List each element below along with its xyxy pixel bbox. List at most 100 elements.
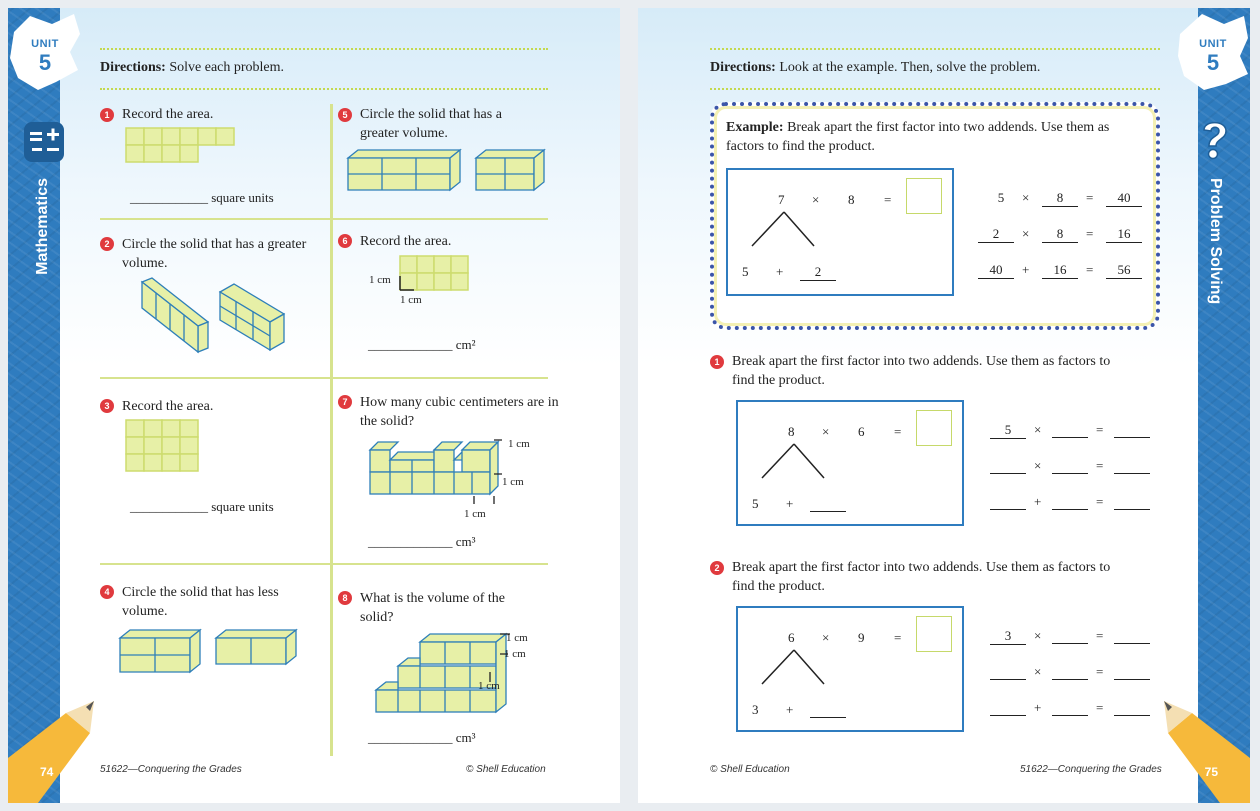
blank[interactable] [1114, 628, 1150, 644]
addend-right-blank[interactable] [810, 702, 846, 718]
directions: Directions: Look at the example. Then, s… [710, 60, 1040, 76]
solid-figure-8 [374, 632, 510, 714]
times-sign: × [1034, 628, 1042, 643]
equals-sign: = [1096, 700, 1104, 715]
solid-figure-a [140, 277, 286, 354]
problem-text: Record the area. [360, 234, 452, 249]
footer-left: 51622—Conquering the Grades [100, 764, 242, 775]
area-grid-1 [125, 127, 235, 163]
footer-right: 51622—Conquering the Grades [1020, 764, 1162, 775]
example-box: Example: Break apart the first factor in… [710, 102, 1160, 330]
dotted-rule [710, 48, 1160, 50]
blank[interactable] [1052, 700, 1088, 716]
times-sign: × [1022, 226, 1030, 241]
example-instructions: Break apart the first factor into two ad… [726, 120, 1110, 154]
blank[interactable] [1052, 494, 1088, 510]
product-box[interactable] [916, 410, 952, 446]
row3-a: 40 [978, 262, 1014, 279]
solid-figure-7 [368, 439, 502, 504]
product-box[interactable] [916, 616, 952, 652]
blank[interactable] [1114, 494, 1150, 510]
blank[interactable] [990, 700, 1026, 716]
answer-unit: cm² [455, 337, 476, 352]
equals-sign: = [1096, 458, 1104, 473]
question-mark-icon [1203, 121, 1227, 160]
factor-a: 6 [788, 630, 795, 645]
dimension-label: 1 cm [478, 680, 500, 692]
addend-right-blank[interactable] [810, 496, 846, 512]
times-sign: × [822, 424, 830, 439]
directions-label: Directions: [710, 60, 776, 75]
answer-unit: cm³ [455, 534, 476, 549]
answer-line: ____________ square units [130, 190, 274, 205]
unit-label: UNIT [1199, 38, 1227, 50]
times-sign: × [812, 192, 820, 207]
factor-frame-2: 6 × 9 = 3 + [736, 606, 964, 732]
dotted-rule [100, 88, 548, 90]
dimension-label: 1 cm [464, 508, 486, 520]
times-sign: × [1034, 458, 1042, 473]
example-factor-frame: 7 × 8 = 5 + 2 [726, 168, 954, 296]
problem-number: 5 [338, 108, 352, 122]
problem-number: 3 [100, 399, 114, 413]
page-number: 74 [40, 765, 54, 779]
grid-divider [100, 218, 548, 220]
answer-line: _____________ cm³ [368, 534, 476, 549]
area-grid-6 [399, 255, 469, 291]
branch-lines [761, 443, 825, 479]
times-sign: × [1034, 422, 1042, 437]
dimension-label: 1 cm [369, 274, 391, 286]
unit-number: 5 [38, 50, 52, 75]
row1-b: 8 [1042, 190, 1078, 207]
problem-number: 2 [100, 237, 114, 251]
equals-sign: = [1086, 226, 1094, 241]
problem-text: Circle the solid that has a greater volu… [122, 237, 307, 271]
directions-label: Directions: [100, 60, 166, 75]
right-side-band [1198, 8, 1250, 803]
product-box[interactable] [906, 178, 942, 214]
answer-unit: square units [211, 499, 274, 514]
blank[interactable] [990, 458, 1026, 474]
grid-divider-vertical [330, 104, 333, 756]
plus-sign: + [1034, 494, 1042, 509]
blank[interactable] [1052, 664, 1088, 680]
problem-number: 1 [710, 355, 724, 369]
factor-b: 8 [848, 192, 855, 207]
problem-number: 7 [338, 395, 352, 409]
row1-a: 5 [997, 190, 1005, 205]
directions: Directions: Solve each problem. [100, 60, 284, 76]
blank[interactable] [1114, 700, 1150, 716]
dotted-rule [100, 48, 548, 50]
problem-number: 4 [100, 585, 114, 599]
dotted-rule [710, 88, 1160, 90]
blank[interactable] [1052, 628, 1088, 644]
problem-text: Break apart the first factor into two ad… [732, 560, 1111, 594]
factor-frame-1: 8 × 6 = 5 + [736, 400, 964, 526]
equals-sign: = [894, 424, 902, 439]
equals-sign: = [1086, 190, 1094, 205]
times-sign: × [1034, 664, 1042, 679]
blank[interactable] [990, 494, 1026, 510]
dimension-label: 1 cm [508, 438, 530, 450]
blank[interactable] [1052, 458, 1088, 474]
blank[interactable] [1052, 422, 1088, 438]
equals-sign: = [1096, 628, 1104, 643]
dimension-label: 1 cm [504, 648, 526, 660]
blank[interactable] [1114, 422, 1150, 438]
unit-label: UNIT [31, 38, 59, 50]
problem-number: 8 [338, 591, 352, 605]
problem-text: Circle the solid that has a greater volu… [360, 107, 502, 141]
blank[interactable] [1114, 664, 1150, 680]
dimension-label: 1 cm [400, 294, 422, 306]
blank[interactable] [1114, 458, 1150, 474]
blank[interactable] [990, 664, 1026, 680]
row1-a: 5 [990, 422, 1026, 439]
branch-lines [751, 211, 815, 247]
solid-figures-5 [346, 148, 546, 192]
answer-line: ____________ square units [130, 499, 274, 514]
equals-sign: = [884, 192, 892, 207]
equals-sign: = [1096, 422, 1104, 437]
problem-text: What is the volume of the solid? [360, 591, 506, 625]
addend-left: 5 [742, 264, 749, 279]
directions-text: Look at the example. Then, solve the pro… [779, 60, 1041, 75]
